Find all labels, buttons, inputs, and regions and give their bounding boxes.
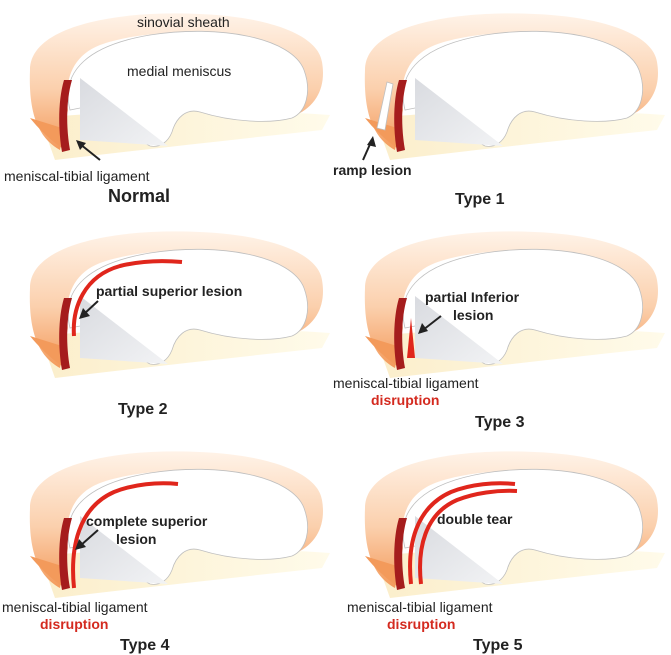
panel-type4: complete superior lesion meniscal-tibial… (2, 450, 331, 654)
label-meniscal-tibial-ligament: meniscal-tibial ligament (347, 599, 493, 615)
partial-superior-lesion-line (71, 259, 183, 337)
label-partial-inferior-1: partial Inferior (425, 289, 520, 305)
panel-type2: partial superior lesion Type 2 (29, 230, 331, 418)
label-disruption: disruption (387, 616, 455, 632)
pointer-arrow-line (79, 143, 101, 161)
double-tear-line-outer (418, 488, 518, 585)
label-meniscal-tibial-ligament: meniscal-tibial ligament (333, 375, 479, 391)
pointer-arrow-line (79, 529, 99, 547)
label-disruption: disruption (40, 616, 108, 632)
panel-type5: double tear meniscal-tibial ligament dis… (347, 450, 666, 654)
double-tear-line-inner (408, 481, 516, 585)
pointer-arrow-head (367, 136, 376, 147)
panel-normal: sinovial sheath medial meniscus meniscal… (4, 12, 331, 206)
label-disruption: disruption (371, 392, 439, 408)
label-complete-superior-1: complete superior (86, 513, 208, 529)
panel-title: Type 2 (118, 401, 168, 418)
label-sinovial-sheath: sinovial sheath (137, 14, 230, 30)
label-meniscal-tibial-ligament: meniscal-tibial ligament (4, 168, 150, 184)
complete-superior-lesion-line (71, 481, 179, 589)
label-partial-inferior-2: lesion (453, 307, 493, 323)
label-ramp-lesion: ramp lesion (333, 162, 412, 178)
ramp-lesion-notch (376, 81, 394, 131)
panel-title: Type 5 (473, 637, 523, 654)
label-partial-superior-lesion: partial superior lesion (96, 283, 242, 299)
panel-title: Type 3 (475, 414, 525, 431)
pointer-arrow-head (418, 323, 428, 334)
panel-type1: ramp lesion Type 1 (333, 12, 666, 208)
label-meniscal-tibial-ligament: meniscal-tibial ligament (2, 599, 148, 615)
panel-type3: partial Inferior lesion meniscal-tibial … (333, 230, 666, 431)
label-medial-meniscus: medial meniscus (127, 63, 231, 79)
pointer-arrow-head (75, 539, 86, 550)
pointer-arrow-head (76, 140, 86, 150)
pointer-arrow-head (79, 308, 90, 319)
pointer-arrow-line (422, 315, 442, 331)
panel-title: Type 4 (120, 637, 170, 654)
label-complete-superior-2: lesion (116, 531, 156, 547)
panel-title: Normal (108, 186, 170, 206)
label-double-tear: double tear (437, 511, 513, 527)
panel-title: Type 1 (455, 191, 505, 208)
partial-inferior-lesion (407, 318, 415, 358)
